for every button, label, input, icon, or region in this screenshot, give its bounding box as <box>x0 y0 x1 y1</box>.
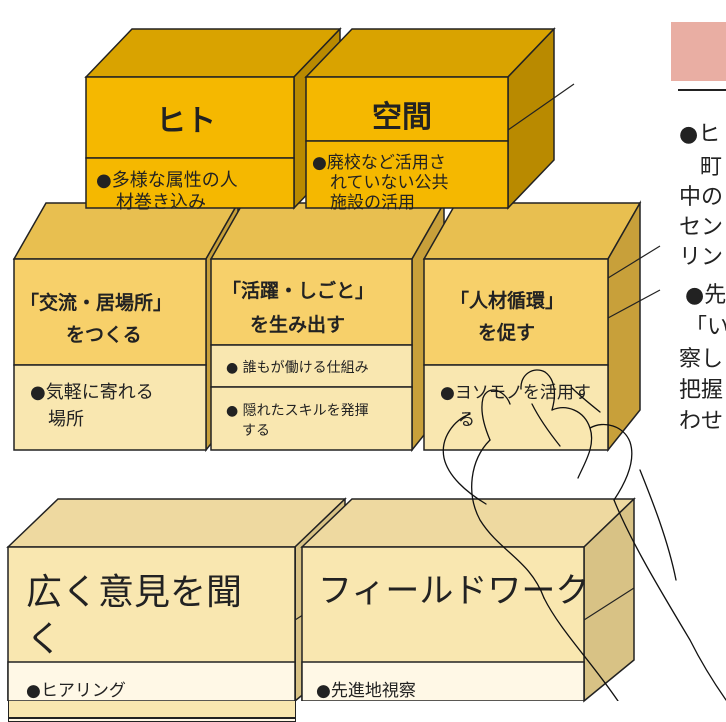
right-divider-line <box>678 89 726 91</box>
bottom-left-title-line2: く <box>26 619 63 660</box>
mid3-title-line2: を促す <box>478 322 536 344</box>
mid1-title-line2: をつくる <box>66 324 142 346</box>
right-text-line: 町 <box>700 155 723 180</box>
side-ticks <box>607 245 661 319</box>
mid1-item-line1: ●気軽に寄れる <box>30 382 154 403</box>
mid2-title-line1: 「活躍・しごと」 <box>222 280 375 302</box>
bottom-left-lower-face <box>8 718 296 722</box>
mid2-item2-line2: する <box>242 423 270 439</box>
mid2-title-line2: を生み出す <box>250 314 346 336</box>
top-row-shapes <box>84 27 575 210</box>
top1-item-line1: ●多様な属性の人 <box>96 170 238 191</box>
mid2-item2-line1: ● 隠れたスキルを発揮 <box>226 403 369 419</box>
top2-item-line2: れていない公共 <box>330 173 449 193</box>
right-text-line: 察し <box>679 347 724 372</box>
hand-sketch <box>442 369 726 701</box>
mid3-item-line2: る <box>458 410 475 430</box>
diagram-stage: ●ヒ 町 中の セン リン ●先 「い 察し 把握 わせ 広く意見 <box>6 22 726 722</box>
top1-title: ヒト <box>156 104 216 139</box>
top1-item-line2: 材巻き込み <box>116 192 206 213</box>
top2-item-line1: ●廃校など活用さ <box>312 153 446 173</box>
mid1-title-line1: 「交流・居場所」 <box>20 292 173 314</box>
mid2-item1: ● 誰もが働ける仕組み <box>226 360 369 376</box>
right-text-line: ●先 <box>685 283 726 308</box>
pink-header-box <box>671 22 726 81</box>
right-text-line: 把握 <box>679 378 724 403</box>
right-text-line: ●ヒ <box>679 122 721 147</box>
right-text-line: わせ <box>679 409 724 434</box>
bottom-right-item: ●先進地視察 <box>316 681 416 701</box>
bottom-left-title-line1: 広く意見を聞 <box>26 572 243 613</box>
bottom-left-item: ●ヒアリング <box>26 681 126 701</box>
mid3-item-line1: ●ヨソモノを活用す <box>440 383 591 403</box>
top2-item-line3: 施設の活用 <box>330 193 415 213</box>
right-text-line: 中の <box>679 185 724 210</box>
right-text-line: リン <box>679 245 724 270</box>
mid1-item-line2: 場所 <box>48 409 84 430</box>
bottom-faces <box>7 546 585 701</box>
right-text-line: セン <box>679 215 724 240</box>
mid3-title-line1: 「人材循環」 <box>450 290 565 312</box>
middle-row-shapes <box>12 200 642 453</box>
bottom-right-title: フィールドワーク <box>318 571 590 611</box>
right-text-line: 「い <box>685 315 726 340</box>
block-bottom-fieldwork-shape <box>300 497 636 703</box>
top2-title: 空間 <box>372 100 432 135</box>
